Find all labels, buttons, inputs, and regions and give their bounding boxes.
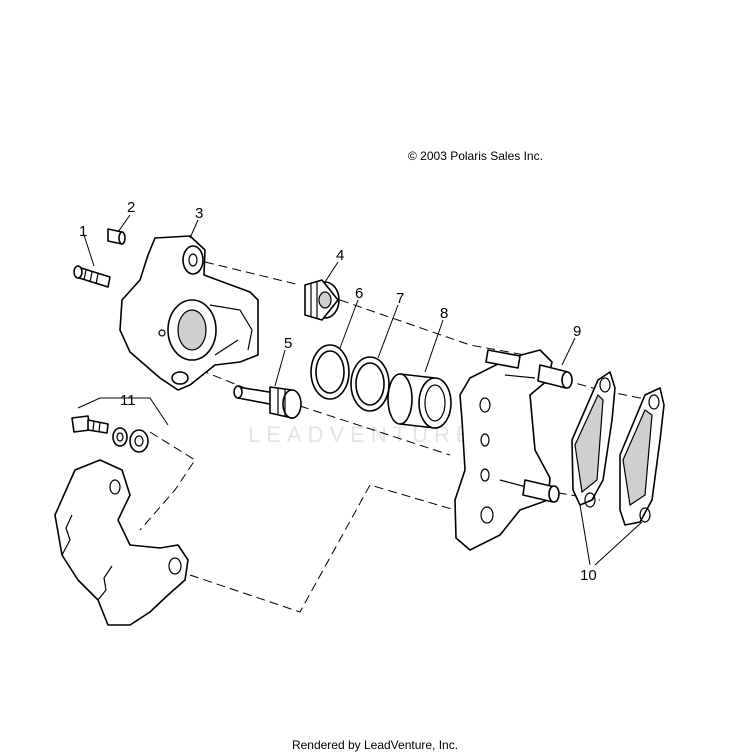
callout-1: 1 xyxy=(79,223,87,240)
callout-5: 5 xyxy=(284,335,292,352)
callout-9: 9 xyxy=(573,323,581,340)
bracket-pin xyxy=(485,349,573,503)
callout-3: 3 xyxy=(195,205,203,222)
copyright-notice: © 2003 Polaris Sales Inc. xyxy=(408,149,543,163)
caliper-body xyxy=(119,235,259,391)
lock-washer xyxy=(112,427,128,447)
seal-ring-7 xyxy=(350,356,390,412)
callout-11: 11 xyxy=(120,392,136,409)
bleeder-cap xyxy=(107,228,126,245)
callout-8: 8 xyxy=(440,305,448,322)
bleeder-screw xyxy=(73,265,111,288)
callout-7: 7 xyxy=(396,290,404,307)
brake-pad-inner xyxy=(571,371,616,508)
slide-pin xyxy=(233,385,302,419)
callout-2: 2 xyxy=(127,199,135,216)
piston xyxy=(387,373,452,429)
boot xyxy=(304,279,340,321)
footer-credit: Rendered by LeadVenture, Inc. xyxy=(291,738,459,752)
mounting-bracket xyxy=(54,459,189,626)
callout-4: 4 xyxy=(336,247,344,264)
seal-ring-6 xyxy=(310,344,350,400)
brake-pad-outer xyxy=(619,387,665,526)
leader-lines xyxy=(77,214,643,566)
callout-labels: 1 2 3 4 5 6 7 8 9 10 11 xyxy=(79,199,597,584)
caliper-bracket xyxy=(454,349,553,551)
mounting-bolt xyxy=(71,415,109,434)
callout-10: 10 xyxy=(580,567,597,584)
flat-washer xyxy=(129,429,149,453)
callout-6: 6 xyxy=(355,285,363,302)
